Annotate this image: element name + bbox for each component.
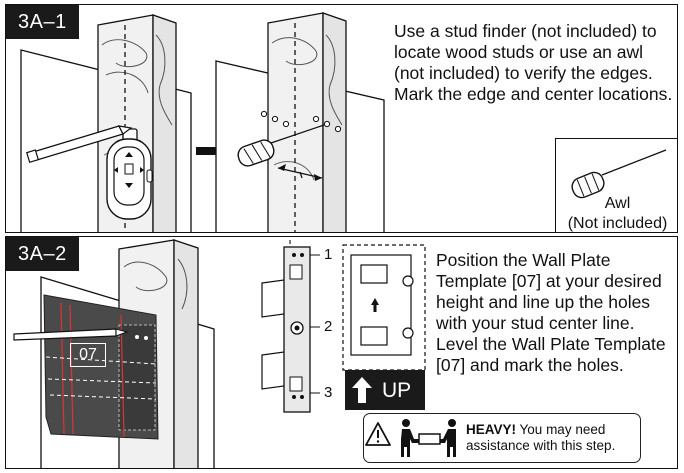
step-3a1-label: 3A–1 — [6, 5, 79, 39]
pencil — [26, 125, 133, 163]
awl-callout-box: Awl (Not included) — [555, 138, 677, 232]
wall-stud-right — [215, 12, 385, 232]
two-person-lift-icon — [401, 419, 456, 457]
awl-in-use — [237, 124, 325, 167]
awl-label: Awl — [604, 195, 631, 212]
step-3a2-illustration — [13, 239, 426, 468]
step-3a1-panel: 3A–1 Use a stud finder (not included) to… — [5, 4, 678, 233]
callout-3: 3 — [324, 384, 333, 401]
up-indicator: UP — [345, 370, 425, 410]
up-arrow-icon — [352, 377, 372, 403]
warning-message: You may need assistance with this step. — [466, 422, 616, 453]
template-number-label: 07 — [70, 343, 106, 367]
callout-1: 1 — [324, 246, 333, 263]
step-3a1-instruction: Use a stud finder (not included) to loca… — [394, 21, 673, 104]
step-3a2-label: 3A–2 — [6, 237, 79, 271]
awl-icon — [571, 149, 667, 199]
awl-not-included-label: (Not included) — [567, 215, 668, 232]
step-3a1-illustration — [20, 12, 385, 232]
pencil — [13, 328, 129, 341]
wall-plate-template — [43, 294, 159, 440]
step-3a2-instruction: Position the Wall Plate Template [07] at… — [436, 250, 666, 375]
up-label: UP — [382, 379, 412, 402]
callout-2: 2 — [324, 318, 333, 335]
heavy-warning-box: HEAVY! You may need assistance with this… — [363, 413, 641, 463]
warning-text: HEAVY! You may need assistance with this… — [466, 422, 638, 454]
step-3a2-panel: 3A–2 07 1 2 3 UP Position the Wall Plate… — [5, 236, 678, 469]
warning-bold: HEAVY! — [466, 422, 517, 437]
template-detail-view — [342, 244, 426, 371]
warning-icon — [365, 422, 391, 446]
wall-mount-bracket — [261, 246, 320, 413]
wall-stud-left — [20, 14, 192, 232]
